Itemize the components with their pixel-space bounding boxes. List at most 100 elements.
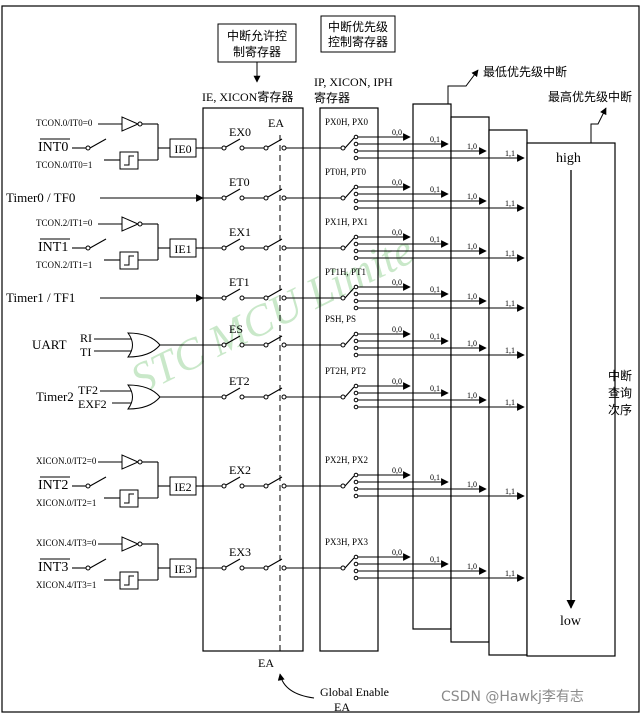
priority-contact — [353, 191, 359, 197]
priority-contact — [353, 493, 359, 499]
or-gate-icon — [127, 332, 161, 358]
priority-selector-pivot — [340, 195, 346, 201]
priority-contact — [353, 561, 359, 567]
priority-contact — [353, 241, 359, 247]
trigger-mode-low-label: TCON.0/IT0=0 — [36, 118, 93, 128]
or-input-1-label: RI — [80, 331, 92, 345]
priority-selector-pivot — [340, 342, 346, 348]
csdn-credit: CSDN @Hawkj李有志 — [441, 689, 584, 705]
trigger-mode-edge-label: TCON.0/IT0=1 — [36, 160, 92, 170]
priority-bits-label: PX0H, PX0 — [325, 117, 369, 127]
priority-level-label: 1,0 — [467, 562, 477, 571]
priority-contact — [353, 148, 359, 154]
interrupt-source-name: UART — [32, 337, 67, 352]
switch-contact — [221, 483, 227, 489]
priority-level-label: 0,1 — [430, 285, 440, 294]
enable-bit-label: EX2 — [229, 463, 251, 477]
priority-bits-label: PX2H, PX2 — [325, 455, 368, 465]
priority-register-label-1: IP, XICON, IPH — [314, 75, 393, 89]
priority-selector-pivot — [340, 295, 346, 301]
or-gate-icon — [127, 384, 161, 410]
priority-contact — [353, 479, 359, 485]
priority-level-label: 0,1 — [430, 473, 440, 482]
priority-level-label: 1,0 — [467, 242, 477, 251]
high-label: high — [556, 151, 581, 166]
buffer-gate-icon — [121, 116, 140, 132]
priority-selector-blade — [344, 137, 355, 149]
switch-contact — [239, 565, 245, 571]
priority-contact — [353, 383, 359, 389]
switch-contact — [221, 195, 227, 201]
priority-bits-label: PX3H, PX3 — [325, 537, 369, 547]
enable-bit-label: ET0 — [229, 175, 250, 189]
priority-level-label: 0,0 — [392, 228, 402, 237]
switch-blade — [225, 335, 241, 345]
query-order-line3: 次序 — [608, 402, 632, 417]
priority-contact — [353, 305, 359, 311]
switch-contact — [263, 145, 269, 151]
query-order-line1: 中断 — [608, 368, 632, 383]
enable-bit-label: ET2 — [229, 374, 250, 388]
switch-contact — [281, 295, 287, 301]
switch-contact — [239, 145, 245, 151]
priority-level-label: 1,1 — [505, 346, 515, 355]
selector-pivot — [85, 245, 91, 251]
external-interrupt-name: INT2 — [38, 478, 68, 493]
switch-contact — [281, 145, 287, 151]
switch-blade — [267, 288, 283, 298]
priority-contact — [353, 338, 359, 344]
switch-contact — [263, 245, 269, 251]
priority-level-label: 1,1 — [505, 398, 515, 407]
priority-contact — [353, 331, 359, 337]
ea-top-label: EA — [268, 116, 284, 130]
or-input-1-label: TF2 — [78, 383, 98, 397]
priority-contact — [353, 134, 359, 140]
edge-symbol — [124, 155, 134, 166]
trigger-mode-edge-label: TCON.2/IT1=1 — [36, 260, 92, 270]
panel-lowest — [412, 103, 452, 630]
highest-priority-label: 最高优先级中断 — [548, 89, 632, 104]
priority-contact — [353, 234, 359, 240]
priority-selector-blade — [344, 475, 355, 487]
edge-symbol — [124, 255, 134, 266]
priority-level-label: 1,1 — [505, 299, 515, 308]
priority-contact — [353, 575, 359, 581]
enable-switch — [221, 288, 245, 301]
priority-contact — [353, 184, 359, 190]
buffer-gate-icon — [121, 536, 140, 552]
priority-selector-pivot — [340, 483, 346, 489]
switch-blade — [225, 387, 241, 397]
priority-level-label: 1,0 — [467, 292, 477, 301]
switch-contact — [281, 195, 287, 201]
switch-contact — [239, 483, 245, 489]
priority-contact — [353, 205, 359, 211]
priority-level-label: 0,1 — [430, 135, 440, 144]
priority-register-label-2: 寄存器 — [314, 90, 350, 105]
switch-blade — [267, 238, 283, 248]
trigger-mode-low-label: TCON.2/IT1=0 — [36, 218, 93, 228]
priority-contact — [353, 345, 359, 351]
switch-blade — [225, 288, 241, 298]
enable-register-column — [202, 107, 304, 652]
switch-contact — [239, 394, 245, 400]
priority-contact — [353, 352, 359, 358]
priority-level-label: 0,0 — [392, 278, 402, 287]
priority-contact — [353, 397, 359, 403]
switch-blade — [267, 138, 283, 148]
outer-frame — [1, 5, 640, 713]
inverter-bubble — [137, 221, 143, 227]
switch-contact — [221, 565, 227, 571]
switch-blade — [225, 138, 241, 148]
priority-level-label: 1,1 — [505, 487, 515, 496]
switch-blade — [225, 476, 241, 486]
priority-contact — [353, 486, 359, 492]
priority-register-column — [319, 107, 379, 652]
priority-selector-pivot — [340, 565, 346, 571]
low-label: low — [560, 614, 582, 629]
switch-contact — [221, 245, 227, 251]
priority-level-label: 1,1 — [505, 249, 515, 258]
priority-level-label: 1,0 — [467, 391, 477, 400]
switch-contact — [263, 295, 269, 301]
priority-contact — [353, 155, 359, 161]
priority-contact — [353, 141, 359, 147]
